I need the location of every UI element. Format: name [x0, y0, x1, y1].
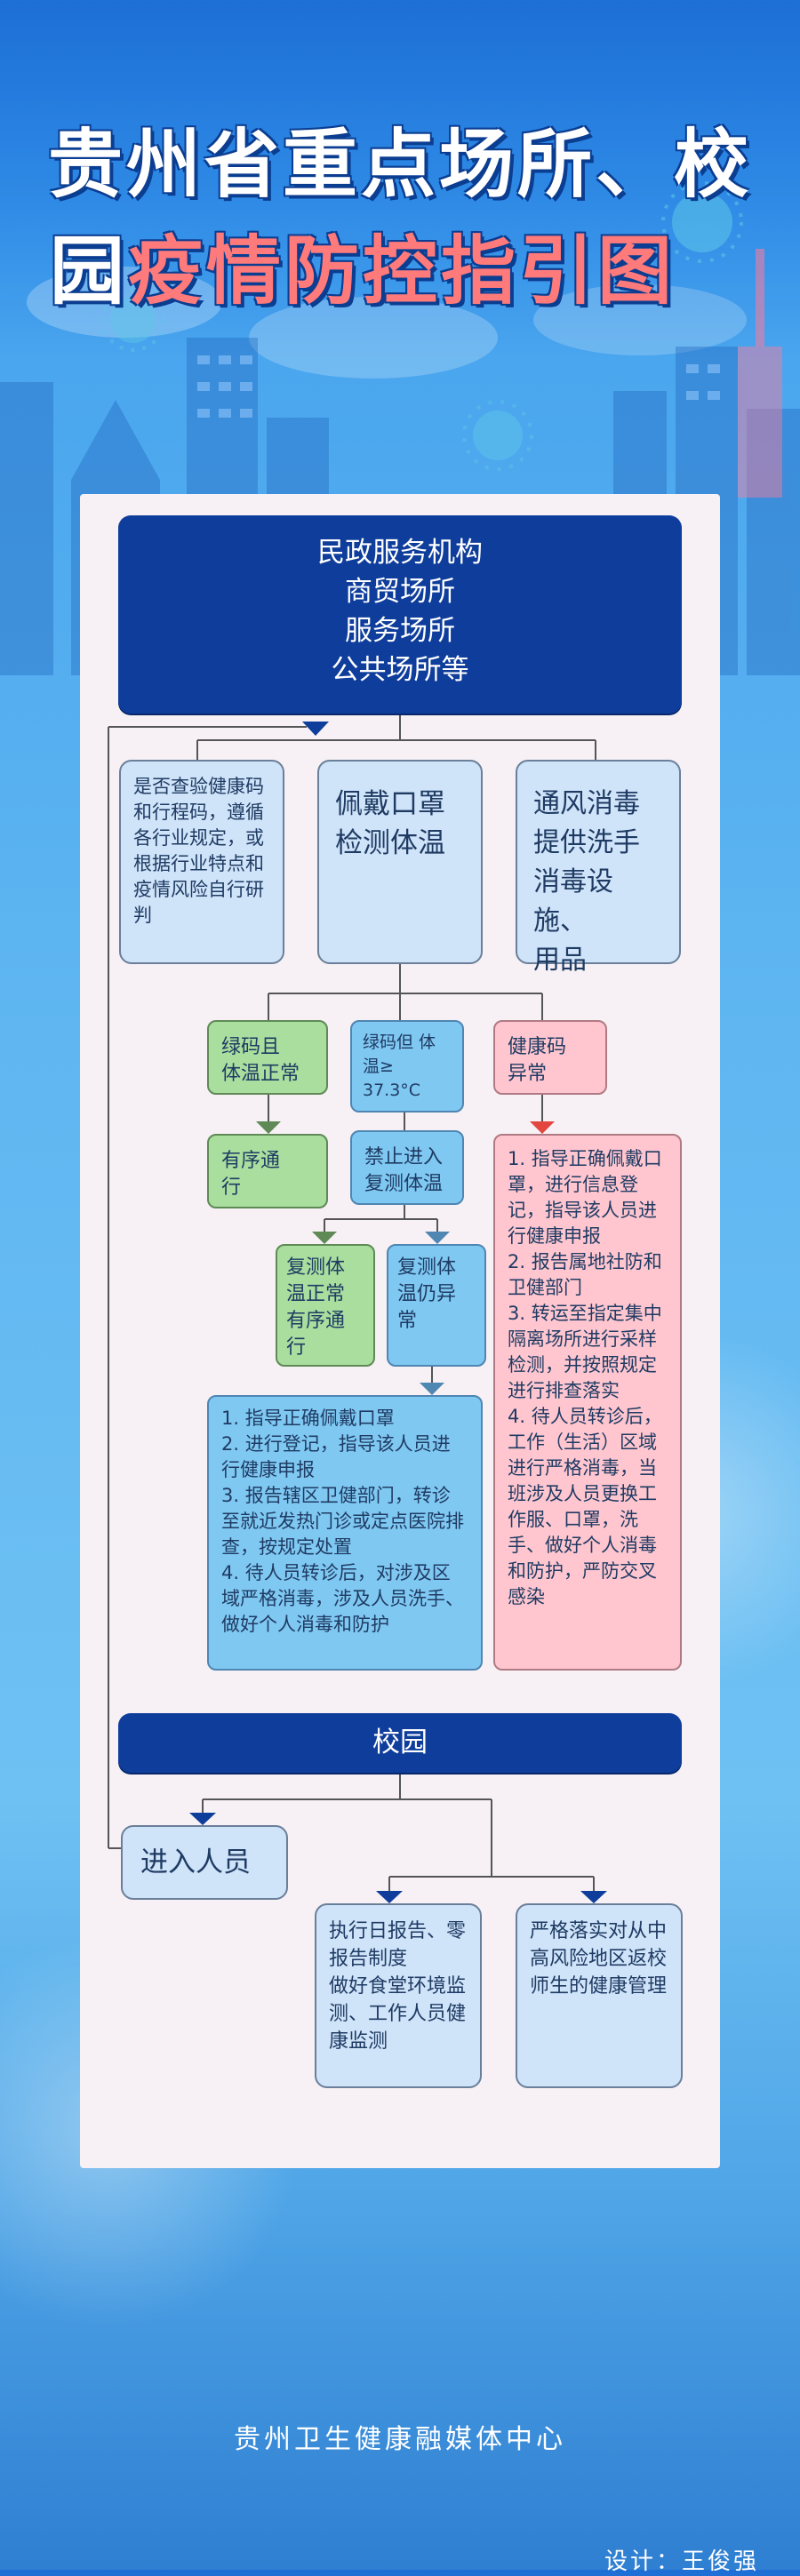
- ventilation-box: 通风消毒 提供洗手 消毒设施、 用品: [516, 760, 681, 976]
- check-codes-box: 是否查验健康码和行程码，遵循各行业规定，或根据行业特点和疫情风险自行研判: [119, 760, 284, 964]
- orderly-pass-box: 有序通 行: [207, 1134, 328, 1208]
- no-entry-retest-box: 禁止进入 复测体温: [350, 1130, 464, 1205]
- retest-abnormal-box: 复测体 温仍异 常: [387, 1244, 486, 1367]
- campus-section-title: 校园: [118, 1713, 682, 1773]
- retest-normal-box: 复测体 温正常 有序通 行: [276, 1244, 375, 1367]
- designer-credit: 设计：王俊强: [604, 2548, 759, 2575]
- title-highlight: 疫情防控指引图: [128, 227, 676, 315]
- page-title-line2: 园疫情防控指引图: [50, 211, 676, 319]
- mask-temperature-box: 佩戴口罩 检测体温: [317, 760, 483, 964]
- entering-personnel-box: 进入人员: [121, 1825, 288, 1900]
- title-lead: 园: [50, 227, 129, 315]
- returning-students-box: 严格落实对从中高风险地区返校师生的健康管理: [516, 1903, 683, 2088]
- venue-line: 公共场所等: [331, 654, 469, 686]
- venue-types-box: 民政服务机构 商贸场所 服务场所 公共场所等: [118, 515, 682, 714]
- venue-line: 服务场所: [345, 615, 455, 647]
- abnormal-code-box: 健康码 异常: [493, 1020, 607, 1095]
- green-code-normal-temp-box: 绿码且 体温正常: [207, 1020, 328, 1095]
- daily-report-box: 执行日报告、零报告制度 做好食堂环境监测、工作人员健康监测: [315, 1903, 482, 2088]
- virus-icon: [661, 181, 743, 263]
- fever-actions-box: 1. 指导正确佩戴口罩 2. 进行登记，指导该人员进行健康申报 3. 报告辖区卫…: [207, 1395, 483, 1671]
- page-title-line1: 贵州省重点场所、校: [47, 121, 752, 208]
- organization-name: 贵州卫生健康融媒体中心: [234, 2424, 566, 2455]
- venue-line: 商贸场所: [345, 576, 455, 608]
- abnormal-code-actions-box: 1. 指导正确佩戴口罩，进行信息登记，指导该人员进行健康申报 2. 报告属地社防…: [493, 1134, 682, 1671]
- venue-line: 民政服务机构: [317, 537, 483, 569]
- green-code-fever-box: 绿码但 体 温≥ 37.3°C: [350, 1020, 464, 1113]
